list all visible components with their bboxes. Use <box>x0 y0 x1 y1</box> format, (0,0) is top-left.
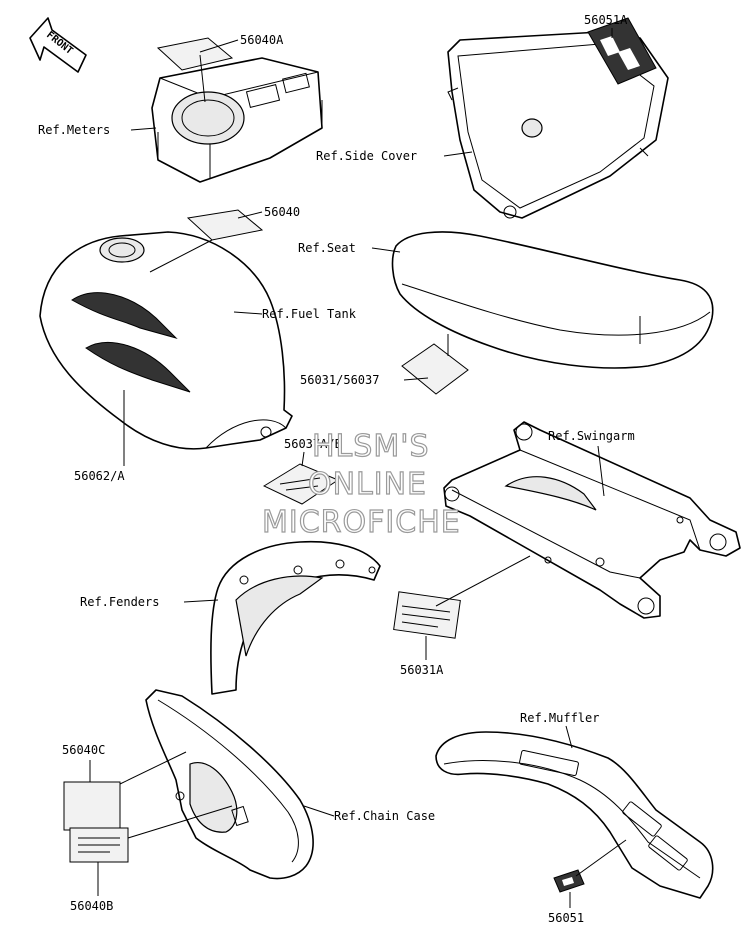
fuel-tank-part <box>39 209 293 450</box>
leader-ref-fuel-tank <box>233 311 263 315</box>
watermark-line3: MICROFICHE <box>262 505 461 540</box>
leader-56037AB <box>301 451 305 467</box>
label-56037AB: 56037A/B <box>284 437 342 451</box>
watermark-line1: HLSM'S <box>312 429 430 464</box>
decal-56031A-lines <box>401 605 451 628</box>
label-ref-swingarm: Ref.Swingarm <box>548 429 635 443</box>
leader-56040C <box>119 751 187 785</box>
leader-56040A-b <box>199 54 206 103</box>
decal-56040B-lines <box>78 837 120 853</box>
decal-56031A <box>393 591 461 639</box>
label-ref-side-cover: Ref.Side Cover <box>316 149 417 163</box>
label-ref-chain-case: Ref.Chain Case <box>334 809 435 823</box>
leader-ref-fenders <box>183 599 219 603</box>
label-56040C: 56040C <box>62 743 105 757</box>
leader-56040-b <box>149 239 213 273</box>
leader-56040 <box>237 211 263 219</box>
side-cover-part <box>447 31 669 219</box>
label-56031-56037: 56031/56037 <box>300 373 379 387</box>
leader-ref-seat <box>371 247 401 253</box>
leader-ref-side-cover <box>443 151 473 157</box>
leader-56031-56037 <box>403 377 429 381</box>
label-56031A: 56031A <box>400 663 444 677</box>
decal-56040C <box>63 781 121 831</box>
swingarm-part <box>443 421 741 619</box>
decal-56051A <box>587 17 657 85</box>
watermark-line2: ONLINE <box>308 467 427 502</box>
leader-ref-chain-case <box>303 805 335 817</box>
fenders-part <box>210 540 381 695</box>
label-56051: 56051 <box>548 911 584 925</box>
label-56040: 56040 <box>264 205 300 219</box>
decal-56037AB-line1 <box>279 477 321 485</box>
label-ref-fenders: Ref.Fenders <box>80 595 159 609</box>
chain-case-part <box>145 689 314 880</box>
leader-ref-meters <box>130 127 157 131</box>
decal-56037AB-line2 <box>285 485 319 491</box>
leader-ref-muffler <box>565 725 573 749</box>
leader-56040A <box>199 39 239 53</box>
front-arrow-icon: FRONT <box>29 17 87 73</box>
label-56040A: 56040A <box>240 33 284 47</box>
muffler-vents <box>519 749 688 871</box>
leader-56031A <box>435 555 531 607</box>
label-ref-seat: Ref.Seat <box>298 241 356 255</box>
label-ref-muffler: Ref.Muffler <box>520 711 599 725</box>
leader-56051 <box>575 839 627 877</box>
watermark: HLSM'S ONLINE MICROFICHE <box>261 428 461 540</box>
decal-56031-56037 <box>401 343 469 395</box>
label-ref-fuel-tank: Ref.Fuel Tank <box>262 307 357 321</box>
label-56062A: 56062/A <box>74 469 125 483</box>
label-56040B: 56040B <box>70 899 113 913</box>
seat-part <box>391 231 714 369</box>
label-56051A: 56051A <box>584 13 628 27</box>
decal-56037AB <box>262 463 340 505</box>
label-ref-meters: Ref.Meters <box>38 123 110 137</box>
leader-ref-swingarm <box>597 445 605 497</box>
meters-part <box>151 37 323 183</box>
leader-56040B <box>127 805 233 839</box>
muffler-part <box>435 731 714 899</box>
